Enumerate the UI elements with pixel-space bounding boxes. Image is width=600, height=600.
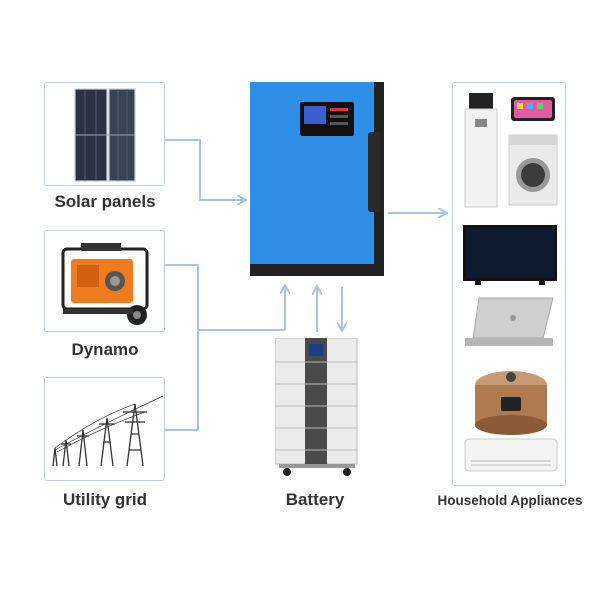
battery-stack-icon <box>275 338 358 476</box>
dynamo-box <box>44 230 165 332</box>
laptop-icon <box>465 297 554 346</box>
grid-link-line <box>165 330 199 431</box>
power-tower-icon <box>52 395 164 467</box>
inverter <box>250 82 384 276</box>
solar-to-inverter-arrow <box>165 139 245 200</box>
utility-grid-label: Utility grid <box>62 490 148 509</box>
air-conditioner-icon <box>464 438 558 472</box>
battery-label: Battery <box>285 490 345 509</box>
washing-machine-icon <box>508 134 558 206</box>
water-dispenser-icon <box>464 93 498 208</box>
phone-icon <box>511 97 555 121</box>
appliances-label: Household Appliances <box>437 493 583 508</box>
appliances-box <box>452 82 566 486</box>
dynamo-link-line <box>165 264 285 331</box>
solar-panels-label: Solar panels <box>54 192 156 211</box>
battery-stack <box>275 338 361 478</box>
inverter-icon <box>250 82 384 276</box>
solar-panels-box <box>44 82 165 186</box>
tv-icon <box>463 225 557 285</box>
solar-panel-icon <box>74 88 136 182</box>
utility-grid-box <box>44 377 165 481</box>
rice-cooker-icon <box>475 371 547 435</box>
generator-icon <box>61 243 149 325</box>
dynamo-label: Dynamo <box>71 340 139 359</box>
